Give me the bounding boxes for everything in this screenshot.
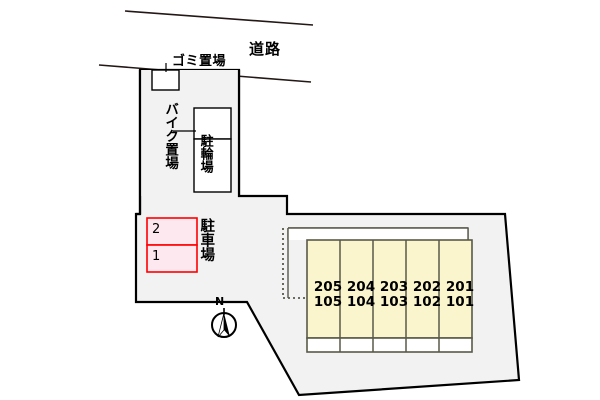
unit-upper-number: 201 (445, 279, 475, 295)
compass-needle-light (217, 312, 225, 338)
approach-dotted-line (282, 228, 307, 299)
car-park-label: 駐車場 (198, 218, 215, 262)
bicycle-area-label: 駐輪場 (197, 134, 213, 173)
unit-lower-number: 104 (346, 294, 376, 311)
compass-needle-dark (224, 313, 230, 337)
building-unit-column-3: 203 103 (377, 279, 411, 311)
road-line-upper (124, 10, 314, 26)
road-label: 道路 (249, 40, 282, 58)
parking-stall-1-number: 1 (152, 249, 161, 264)
unit-upper-number: 203 (379, 279, 409, 295)
unit-lower-number: 105 (313, 294, 343, 311)
unit-upper-number: 202 (412, 279, 442, 295)
unit-lower-number: 103 (379, 294, 409, 311)
building-unit-column-1: 201 101 (443, 279, 477, 311)
building-unit-column-4: 204 104 (344, 279, 378, 311)
unit-lower-number: 101 (445, 294, 475, 311)
unit-lower-number: 102 (412, 294, 442, 311)
garbage-area-label: ゴミ置場 (172, 54, 227, 69)
unit-upper-number: 204 (346, 279, 376, 295)
parking-stall-2-number: 2 (152, 222, 161, 237)
parking-stall-2 (146, 217, 198, 246)
building-corridor-band (288, 228, 468, 240)
building-front-strip (306, 337, 473, 353)
building-unit-column-2: 202 102 (410, 279, 444, 311)
bike-area-label: バイク置場 (162, 102, 179, 170)
building-block (306, 239, 473, 339)
bicycle-area-box (193, 138, 232, 193)
north-label: N (215, 295, 225, 308)
parking-stall-1 (146, 244, 198, 273)
unit-upper-number: 205 (313, 279, 343, 295)
building-unit-column-5: 205 105 (311, 279, 345, 311)
garbage-area-box (151, 69, 180, 91)
